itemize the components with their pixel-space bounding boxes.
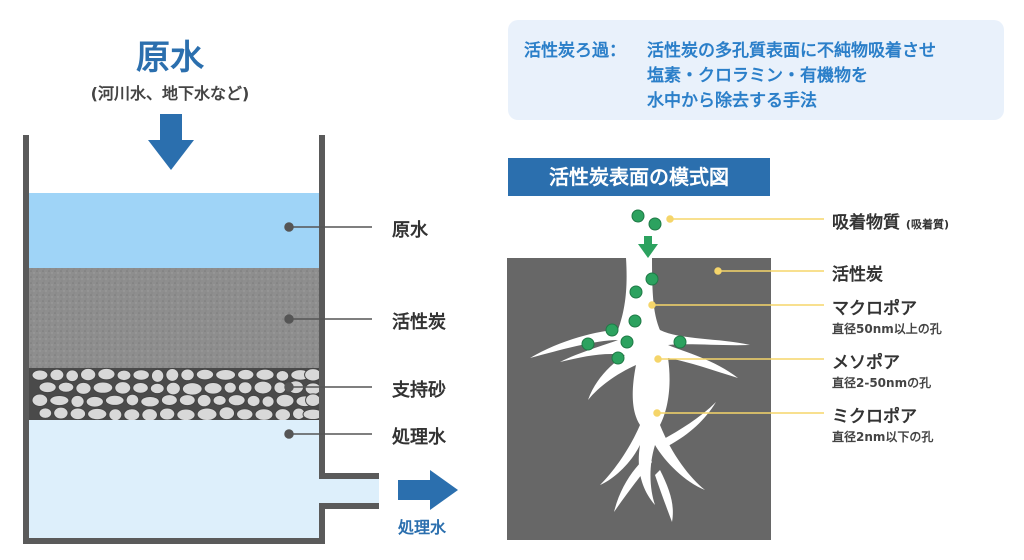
pebble [114, 381, 132, 395]
label-carbon: 活性炭 [832, 265, 883, 285]
pebble [203, 381, 223, 395]
activated-carbon-layer [29, 268, 319, 368]
label-support-sand: 支持砂 [392, 380, 446, 401]
label-raw-water: 原水 [392, 220, 428, 241]
pebble [141, 408, 158, 422]
pebble [85, 395, 104, 408]
pebble [97, 367, 116, 381]
raw-water-title: 原水 [136, 38, 204, 78]
treated-water-layer [29, 420, 319, 538]
raw-water-subtitle: (河川水、地下水など) [90, 84, 250, 103]
pebble [196, 407, 218, 422]
raw-water-layer [29, 193, 319, 268]
definition-line-1: 活性炭の多孔質表面に不純物吸着させ [647, 41, 936, 61]
label-activated-carbon: 活性炭 [392, 312, 446, 333]
pebble [38, 381, 57, 394]
pebble [178, 394, 196, 407]
pebble [176, 408, 196, 422]
pebble [215, 369, 237, 381]
pebble [196, 393, 212, 408]
pore-network [530, 258, 750, 522]
pebble [246, 394, 261, 408]
pebble [237, 368, 255, 381]
pebble [275, 393, 295, 408]
pebble [195, 368, 215, 381]
label-adsorbate-note: (吸着質) [905, 218, 949, 231]
pebble [261, 395, 275, 408]
definition-box [508, 20, 1004, 120]
label-macropore: マクロポア [832, 299, 917, 319]
note-micropore: 直径2nm以下の孔 [832, 430, 934, 444]
pebble [275, 369, 290, 382]
pebble [132, 381, 149, 394]
pebble [253, 380, 273, 395]
pebble [223, 381, 237, 394]
pebble [104, 394, 125, 406]
definition-term: 活性炭ろ過： [524, 41, 626, 61]
pebble [69, 407, 87, 421]
diagram-title: 活性炭表面の模式図 [508, 158, 770, 196]
pebble [304, 382, 322, 396]
pebble [49, 368, 65, 382]
inflow-arrow-icon [148, 114, 194, 170]
pebble [165, 367, 180, 382]
pebble [304, 368, 322, 382]
label-micropore: ミクロポア [832, 407, 917, 427]
pebble [125, 393, 140, 407]
tank-wall [23, 135, 379, 544]
pebble [132, 369, 150, 381]
pebble [80, 367, 97, 382]
definition-line-3: 水中から除去する手法 [647, 91, 817, 111]
pebble [70, 394, 85, 408]
note-mesopore: 直径2-50nmの孔 [832, 376, 932, 390]
note-macropore: 直径50nm以上の孔 [832, 322, 942, 336]
label-outlet-treated-water: 処理水 [398, 518, 447, 537]
pebble [116, 369, 132, 382]
pebble [49, 394, 70, 407]
pebble [180, 368, 195, 382]
pebble [218, 406, 236, 421]
pebble [149, 382, 165, 395]
pebble [165, 381, 181, 396]
pebble [254, 408, 274, 421]
pebble [31, 369, 49, 381]
pebble [53, 406, 69, 420]
pebble [65, 369, 80, 383]
outflow-arrow-icon [398, 470, 458, 510]
pebble [38, 407, 53, 419]
label-mesopore: メソポア [832, 353, 900, 373]
pebble [212, 394, 227, 406]
pebble [160, 394, 178, 407]
pebble [158, 407, 176, 421]
pebble [236, 408, 254, 421]
pebble [75, 381, 92, 395]
pebble [227, 394, 246, 407]
label-adsorbate: 吸着物質 (吸着質) [832, 208, 949, 233]
pebble [273, 381, 287, 395]
pebble [305, 393, 321, 407]
label-adsorbate-main: 吸着物質 [832, 213, 900, 233]
adsorption-arrow-icon [638, 236, 658, 258]
pebble [255, 368, 275, 381]
pebble [140, 395, 160, 408]
label-treated-water: 処理水 [392, 427, 446, 448]
adsorbate-particles [581, 209, 687, 365]
pebble [57, 381, 75, 393]
pebble [274, 408, 292, 422]
definition-line-2: 塩素・クロラミン・有機物を [647, 66, 868, 86]
pebble [92, 381, 114, 394]
pebble [181, 382, 203, 396]
pebble [123, 408, 141, 422]
pebble [87, 407, 108, 421]
pebble [150, 368, 165, 383]
support-sand-layer [29, 367, 324, 422]
pebble [108, 408, 123, 422]
pebble [31, 393, 49, 407]
pebble [237, 381, 253, 395]
